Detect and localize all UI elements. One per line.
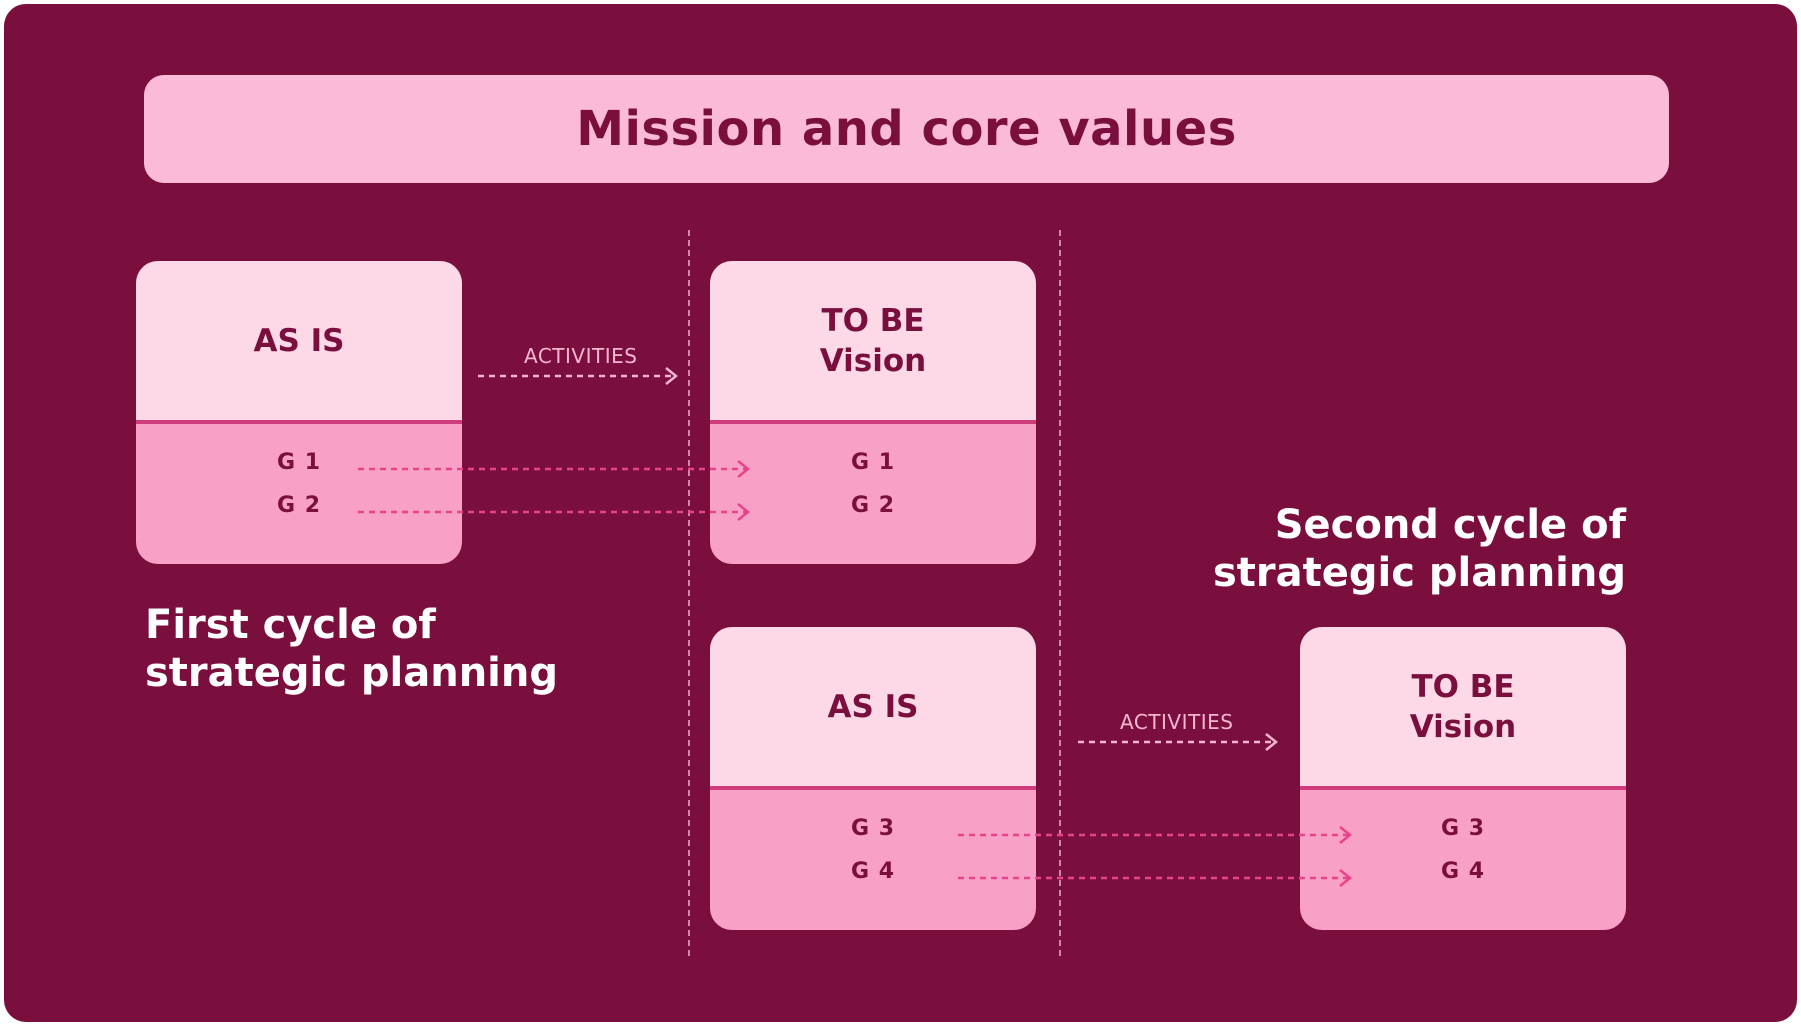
card-subheading: Vision: [1409, 708, 1517, 745]
card-header: TO BE Vision: [710, 261, 1036, 424]
second-cycle-label: Second cycle of strategic planning: [1213, 501, 1626, 597]
mission-banner: Mission and core values: [144, 75, 1669, 183]
card-header: AS IS: [136, 261, 462, 424]
second-as-is-card: AS IS G 3 G 4: [710, 627, 1036, 930]
card-subheading: Vision: [819, 342, 927, 379]
first-cycle-label-line1: First cycle of: [145, 602, 436, 648]
card-heading: AS IS: [253, 322, 345, 359]
goal-label: G 2: [850, 493, 896, 518]
goal-label: G 2: [276, 493, 322, 518]
first-as-is-card: AS IS G 1 G 2: [136, 261, 462, 564]
second-cycle-label-line2: strategic planning: [1213, 550, 1626, 596]
second-to-be-card: TO BE Vision G 3 G 4: [1300, 627, 1626, 930]
goal-label: G 3: [1440, 816, 1486, 841]
activities-label-first: ACTIVITIES: [524, 344, 638, 368]
goal-label: G 1: [276, 450, 322, 475]
activities-label-second: ACTIVITIES: [1120, 710, 1234, 734]
card-header: TO BE Vision: [1300, 627, 1626, 790]
goal-label: G 1: [850, 450, 896, 475]
card-goals: G 3 G 4: [710, 790, 1036, 930]
card-heading: TO BE: [1411, 668, 1515, 705]
card-header: AS IS: [710, 627, 1036, 790]
cycle-divider-right: [1059, 230, 1061, 956]
cycle-divider-left: [688, 230, 690, 956]
card-heading: AS IS: [827, 688, 919, 725]
goal-label: G 4: [850, 859, 896, 884]
diagram-canvas: Mission and core values AS IS G 1 G 2 TO…: [4, 4, 1797, 1022]
first-cycle-label-line2: strategic planning: [145, 650, 558, 696]
first-to-be-card: TO BE Vision G 1 G 2: [710, 261, 1036, 564]
goal-label: G 4: [1440, 859, 1486, 884]
card-goals: G 3 G 4: [1300, 790, 1626, 930]
card-heading: TO BE: [821, 302, 925, 339]
first-cycle-label: First cycle of strategic planning: [145, 601, 558, 697]
goal-label: G 3: [850, 816, 896, 841]
mission-title: Mission and core values: [576, 101, 1237, 157]
card-goals: G 1 G 2: [710, 424, 1036, 564]
card-goals: G 1 G 2: [136, 424, 462, 564]
second-cycle-label-line1: Second cycle of: [1274, 502, 1626, 548]
